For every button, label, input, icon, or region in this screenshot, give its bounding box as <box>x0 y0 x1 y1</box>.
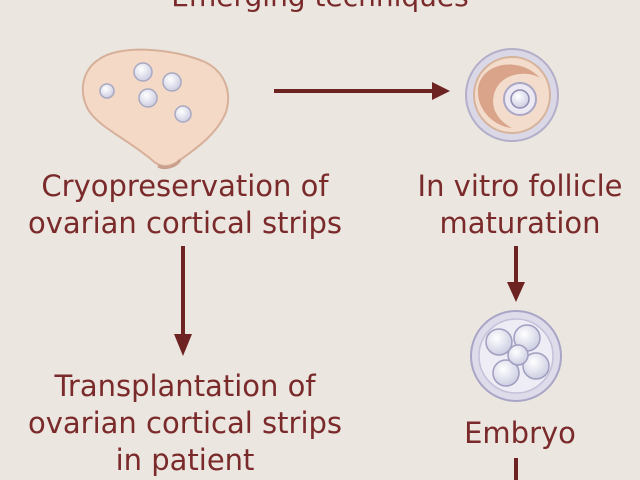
arrow-embryo-down <box>514 458 518 480</box>
node-cryopreservation: Cryopreservation of ovarian cortical str… <box>0 168 370 242</box>
node-cryopreservation-line1: Cryopreservation of <box>41 169 329 203</box>
diagram-title: Emerging techniques <box>0 0 640 15</box>
arrow-ivf-to-embryo <box>507 246 525 302</box>
node-cryopreservation-line2: ovarian cortical strips <box>27 206 343 240</box>
ovarian-tissue-icon <box>81 48 230 170</box>
node-embryo: Embryo <box>400 415 640 452</box>
node-transplantation-line1: Transplantation of <box>54 369 316 403</box>
node-in-vitro-maturation: In vitro follicle maturation <box>400 168 640 242</box>
node-in-vitro-maturation-line1: In vitro follicle <box>417 169 623 203</box>
arrow-cryo-to-transplant <box>174 246 192 356</box>
node-transplantation: Transplantation of ovarian cortical stri… <box>0 368 370 479</box>
node-transplantation-line3: in patient <box>115 443 255 477</box>
node-transplantation-line2: ovarian cortical strips <box>27 406 343 440</box>
embryo-icon <box>470 310 562 402</box>
node-embryo-line1: Embryo <box>464 416 576 450</box>
follicle-icon <box>465 48 559 142</box>
arrow-cryo-to-ivf <box>274 82 450 100</box>
node-in-vitro-maturation-line2: maturation <box>439 206 601 240</box>
